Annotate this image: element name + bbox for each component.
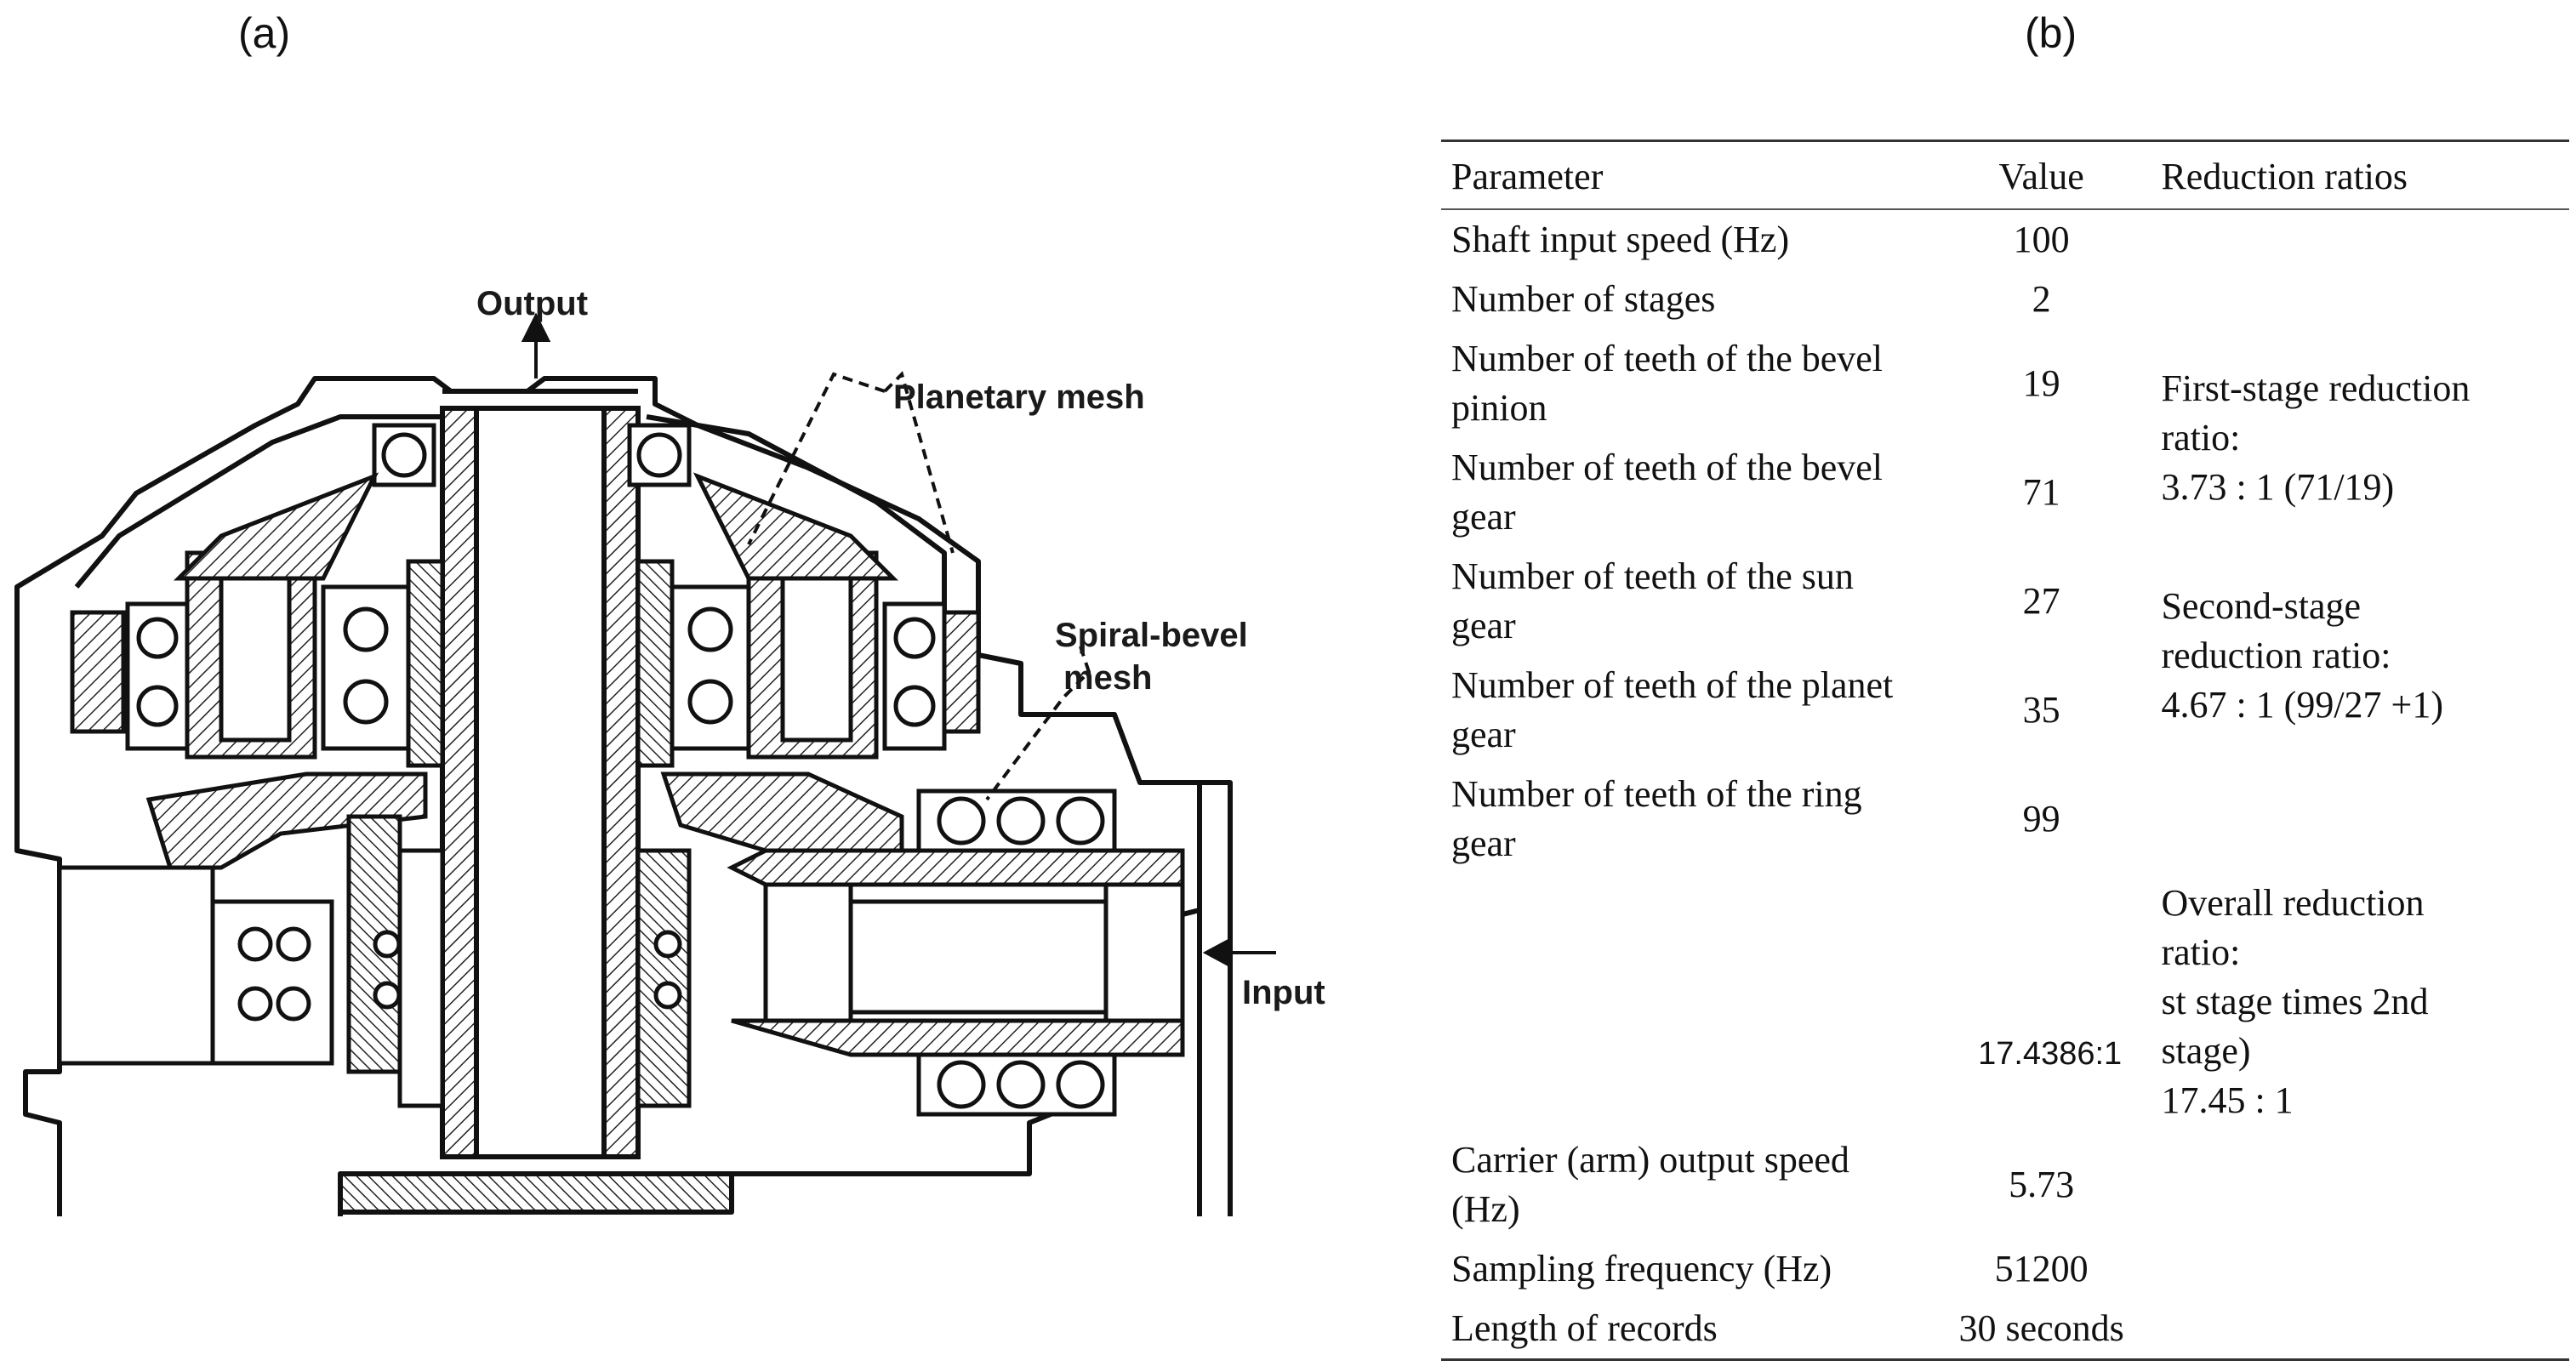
table-row: Number of teeth of the sun gear 27 Secon… xyxy=(1441,547,2569,726)
header-reduction-ratios: Reduction ratios xyxy=(2161,156,2408,197)
ratio-cell-empty xyxy=(2151,765,2569,874)
ratio-cell-empty xyxy=(2151,1130,2569,1239)
second-stage-line: Second-stage xyxy=(2161,585,2362,627)
table-row: Number of teeth of the bevel pinion 19 F… xyxy=(1441,329,2569,508)
gearbox-cross-section-drawing: Output Planetary mesh Spiral-bevel mesh … xyxy=(0,255,1395,1216)
input-callout: Input xyxy=(1242,974,1325,1011)
table-row: Sampling frequency (Hz) 51200 xyxy=(1441,1239,2569,1299)
value-cell: 51200 xyxy=(1994,1248,2089,1289)
parameter-cell: Sampling frequency (Hz) xyxy=(1451,1248,1832,1289)
spiral-bevel-callout-line2: mesh xyxy=(1063,659,1153,697)
table-row: Number of stages 2 xyxy=(1441,270,2569,329)
right-planetary-assembly xyxy=(173,423,981,768)
value-cell: 100 xyxy=(2013,219,2070,260)
overall-line: stage) xyxy=(2161,1030,2251,1072)
overall-line: ratio: xyxy=(2161,931,2241,973)
spiral-bevel-callout-line1: Spiral-bevel xyxy=(1055,617,1248,654)
panel-label-b: (b) xyxy=(2025,9,2077,57)
value-cell: 71 xyxy=(2022,471,2060,513)
table-row: 17.4386:1 Overall reduction ratio: st st… xyxy=(1441,874,2569,1130)
value-cell: 17.4386:1 xyxy=(1932,874,2151,1130)
parameter-cell: Number of teeth of the sun gear xyxy=(1451,555,1854,646)
header-value: Value xyxy=(1998,156,2084,197)
ratio-cell-empty xyxy=(2151,1239,2569,1299)
overall-ratio-cell: Overall reduction ratio: st stage times … xyxy=(2151,874,2569,1130)
ratio-cell-empty xyxy=(2151,270,2569,329)
table-header-row: Parameter Value Reduction ratios xyxy=(1441,140,2569,209)
ratio-cell-empty xyxy=(2151,1299,2569,1360)
value-cell: 19 xyxy=(2022,362,2060,404)
value-cell: 35 xyxy=(2022,689,2060,731)
parameter-cell: Number of stages xyxy=(1451,278,1716,320)
table-row: Number of teeth of the bevel gear 71 xyxy=(1441,438,2569,547)
parameter-cell: Number of teeth of the bevel gear xyxy=(1451,447,1884,538)
overall-ratio-value: 17.4386:1 xyxy=(1978,1036,2123,1072)
parameter-cell: Number of teeth of the bevel pinion xyxy=(1451,338,1884,429)
table-row: Number of teeth of the planet gear 35 xyxy=(1441,656,2569,765)
table-row: Number of teeth of the ring gear 99 xyxy=(1441,765,2569,874)
ratio-cell-empty xyxy=(2151,209,2569,270)
parameter-cell: Shaft input speed (Hz) xyxy=(1451,219,1790,260)
parameter-cell: Number of teeth of the ring gear xyxy=(1451,773,1862,864)
left-planetary-assembly xyxy=(70,423,445,768)
header-parameter: Parameter xyxy=(1451,156,1604,197)
output-callout: Output xyxy=(476,285,588,322)
first-stage-ratio-cell: First-stage reduction ratio: 3.73 : 1 (7… xyxy=(2151,329,2569,547)
first-stage-line: First-stage reduction xyxy=(2161,367,2471,409)
housing xyxy=(14,376,1233,1216)
output-shaft xyxy=(440,389,641,1159)
panel-label-a: (a) xyxy=(238,9,291,57)
table-row: Shaft input speed (Hz) 100 xyxy=(1441,209,2569,270)
table-row: Carrier (arm) output speed (Hz) 5.73 xyxy=(1441,1130,2569,1239)
value-cell: 30 seconds xyxy=(1958,1307,2124,1349)
callout-leaders xyxy=(521,312,1276,968)
value-cell: 27 xyxy=(2022,580,2060,622)
second-stage-line: 4.67 : 1 (99/27 +1) xyxy=(2161,684,2444,726)
parameter-cell: Length of records xyxy=(1451,1307,1718,1349)
input-pinion-shaft xyxy=(727,788,1185,1117)
first-stage-line: 3.73 : 1 (71/19) xyxy=(2161,466,2395,508)
parameter-cell: Carrier (arm) output speed (Hz) xyxy=(1451,1139,1849,1230)
bevel-gear-assembly xyxy=(57,771,904,1108)
parameter-cell xyxy=(1441,874,1932,1130)
second-stage-line: reduction ratio: xyxy=(2161,635,2391,676)
planetary-mesh-callout: Planetary mesh xyxy=(893,379,1145,416)
second-stage-ratio-cell: Second-stage reduction ratio: 4.67 : 1 (… xyxy=(2151,547,2569,765)
gearbox-parameter-table: Parameter Value Reduction ratios Shaft i… xyxy=(1441,139,2569,1361)
overall-line: Overall reduction xyxy=(2161,882,2425,924)
table-row: Length of records 30 seconds xyxy=(1441,1299,2569,1360)
parameter-cell: Number of teeth of the planet gear xyxy=(1451,664,1894,755)
first-stage-line: ratio: xyxy=(2161,417,2241,458)
value-cell: 5.73 xyxy=(2009,1164,2075,1205)
value-cell: 99 xyxy=(2022,798,2060,840)
overall-line: st stage times 2nd xyxy=(2161,981,2429,1022)
overall-line: 17.45 : 1 xyxy=(2161,1079,2294,1121)
value-cell: 2 xyxy=(2032,278,2051,320)
